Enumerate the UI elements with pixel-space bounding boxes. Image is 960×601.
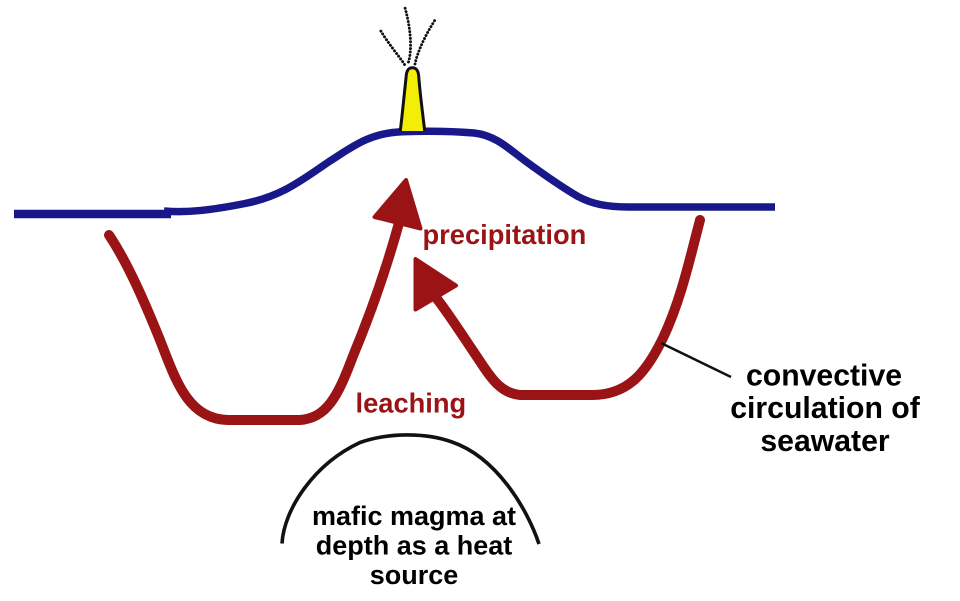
svg-text:mafic magma at: mafic magma at xyxy=(312,501,516,531)
svg-text:seawater: seawater xyxy=(760,425,889,458)
svg-text:convective: convective xyxy=(746,360,902,393)
svg-text:precipitation: precipitation xyxy=(423,219,587,250)
svg-text:source: source xyxy=(370,560,459,590)
svg-text:depth as a heat: depth as a heat xyxy=(316,530,513,560)
svg-text:circulation of: circulation of xyxy=(730,392,920,425)
svg-text:leaching: leaching xyxy=(356,388,467,419)
